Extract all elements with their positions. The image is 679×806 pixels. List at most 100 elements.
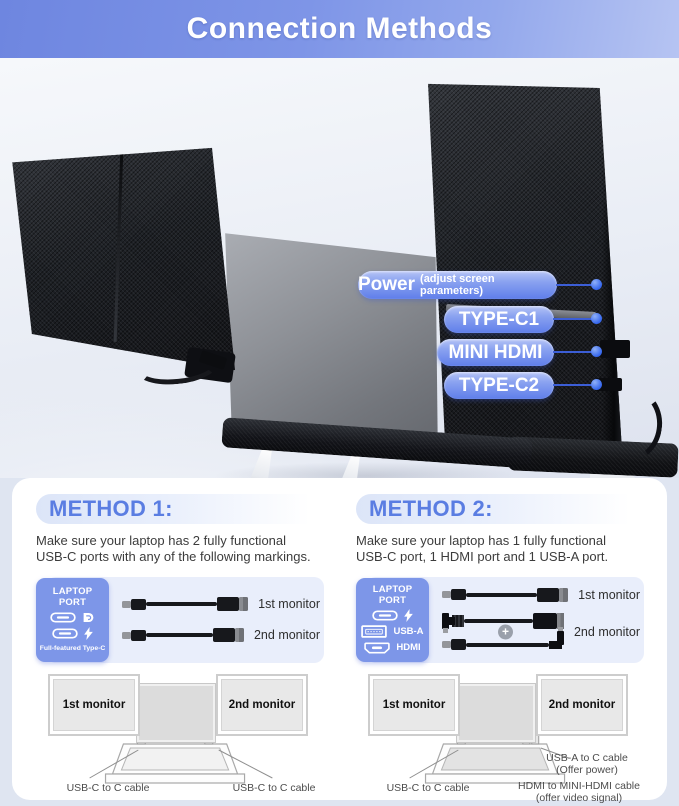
cable-label: 1st monitor	[258, 597, 320, 612]
cable-plug	[217, 597, 240, 612]
method-2-cable-panel: LAPTOP PORT	[356, 576, 644, 663]
laptop-port-title-line1: LAPTOP	[52, 586, 93, 598]
laptop-line-art	[409, 730, 569, 784]
cable-end-cap	[442, 591, 451, 599]
method-1-setup-diagram: 1st monitor 2nd monitor USB-C to C cable…	[38, 672, 324, 806]
cable-end-cap	[559, 587, 569, 602]
lightning-bolt-icon	[404, 609, 413, 623]
cable-plug	[451, 589, 466, 601]
cable-label: 1st monitor	[578, 587, 640, 602]
type-c2-label: TYPE-C2	[458, 374, 540, 396]
diagram-laptop-lid	[136, 682, 216, 743]
cable-plug	[131, 629, 146, 641]
method-1-heading-text: METHOD 1:	[49, 496, 173, 521]
laptop-port-title: LAPTOP PORT	[372, 584, 413, 606]
usb-a-to-c-cable-graphic	[442, 626, 564, 652]
method-1-heading: METHOD 1:	[36, 494, 324, 524]
usb-c-to-c-cable-graphic	[122, 628, 244, 643]
laptop-port-title-line1: LAPTOP	[372, 584, 413, 596]
callout-line-type-c2	[553, 384, 593, 386]
usb-a-port-icon	[361, 625, 388, 639]
callout-dot-mini-hdmi	[591, 346, 602, 357]
cable-group-2nd-monitor: + 2nd monitor	[442, 612, 640, 652]
power-sublabel: (adjust screen parameters)	[420, 273, 495, 297]
type-c1-label: TYPE-C1	[458, 308, 540, 330]
mini-hdmi-label: MINI HDMI	[448, 341, 543, 363]
laptop-port-title-line2: PORT	[378, 594, 407, 606]
displayport-icon	[82, 611, 95, 624]
usb-c-to-c-cable-graphic	[122, 597, 249, 612]
cable-callout-hdmi: HDMI to MINI-HDMI cable (offer video sig…	[504, 780, 654, 805]
cable-callout-right: USB-C to C cable	[232, 781, 316, 794]
cable-callout-left: USB-C to C cable	[386, 781, 470, 794]
cable-end-cap	[122, 631, 131, 639]
cable-callout-usb-a: USB-A to C cable (Offer power)	[526, 752, 648, 777]
monitor-label: 1st monitor	[373, 678, 455, 731]
method-2-desc-line2: USB-C port, 1 HDMI port and 1 USB-A port…	[356, 548, 609, 564]
hdmi-to-mini-hdmi-cable-graphic	[442, 612, 564, 633]
method-1-desc-line1: Make sure your laptop has 2 fully functi…	[36, 533, 287, 548]
method-2-description: Make sure your laptop has 1 fully functi…	[356, 533, 644, 565]
hdmi-callout-line2: (offer video signal)	[535, 792, 623, 805]
usb-c-port-icon	[372, 610, 398, 621]
methods-card: METHOD 1: Make sure your laptop has 2 fu…	[12, 478, 667, 804]
port-marking-row: HDMI	[364, 641, 421, 654]
cable-row-1st-monitor: 1st monitor	[122, 597, 320, 612]
port-marking-row	[50, 611, 95, 624]
usb-c-to-c-cable-graphic	[442, 587, 569, 602]
method-2-setup-diagram: 1st monitor 2nd monitor USB-C to C cable…	[358, 672, 644, 806]
method-2-section: METHOD 2: Make sure your laptop has 1 fu…	[356, 494, 644, 804]
cable-wire	[146, 633, 213, 638]
header-banner: Connection Methods	[0, 0, 679, 58]
page-title: Connection Methods	[186, 12, 493, 45]
monitor-label: 2nd monitor	[221, 678, 303, 731]
diagram-laptop-lid	[456, 682, 536, 743]
method-1-description: Make sure your laptop has 2 fully functi…	[36, 533, 324, 565]
port-marking-row	[372, 609, 413, 623]
method-2-desc-line1: Make sure your laptop has 1 fully functi…	[356, 533, 607, 548]
cable-end-cap	[239, 597, 249, 612]
cable-plug	[212, 628, 235, 643]
diagram-1st-monitor: 1st monitor	[368, 673, 460, 736]
callout-line-mini-hdmi	[553, 351, 593, 353]
hdmi-plug	[532, 612, 557, 629]
hdmi-port-icon	[364, 642, 391, 654]
cable-wire	[146, 602, 218, 607]
cable-callout-left: USB-C to C cable	[66, 781, 150, 794]
cable-end-cap	[234, 628, 244, 643]
cable-strain-relief	[452, 614, 464, 627]
port-marking-row: USB-A	[361, 625, 424, 639]
port-callout-mini-hdmi: MINI HDMI	[437, 339, 554, 366]
port-callout-type-c1: TYPE-C1	[444, 306, 554, 333]
usb-a-callout-line1: USB-A to C cable	[546, 751, 628, 764]
monitor-label: 1st monitor	[53, 678, 135, 731]
callout-line-type-c1	[553, 318, 593, 320]
diagram-2nd-monitor: 2nd monitor	[216, 673, 308, 736]
full-featured-type-c-label: Full-featured Type-C	[39, 645, 106, 653]
cable-pair-stack: +	[442, 612, 564, 652]
diagram-1st-monitor: 1st monitor	[48, 673, 140, 736]
callout-line-power	[556, 284, 593, 286]
cable-wire	[464, 618, 533, 623]
cable-label: 2nd monitor	[253, 628, 320, 643]
port-marking-row	[52, 627, 93, 641]
mini-hdmi-adapter	[600, 340, 630, 358]
diagram-2nd-monitor: 2nd monitor	[536, 673, 628, 736]
hdmi-label: HDMI	[396, 642, 421, 654]
laptop-port-title: LAPTOP PORT	[52, 586, 93, 608]
usb-a-callout-line2: (Offer power)	[556, 764, 618, 777]
power-label: Power	[358, 274, 416, 295]
method-1-cables: 1st monitor 2nd monitor	[122, 577, 320, 663]
method-1-section: METHOD 1: Make sure your laptop has 2 fu…	[36, 494, 324, 800]
laptop-lid	[225, 233, 438, 452]
cable-label: 2nd monitor	[573, 624, 640, 639]
method-1-desc-line2: USB-C ports with any of the following ma…	[36, 548, 311, 564]
cable-plug	[537, 587, 560, 602]
cable-row-2nd-monitor: 2nd monitor	[122, 628, 320, 643]
callout-dot-type-c2	[591, 379, 602, 390]
laptop-port-title-line2: PORT	[58, 596, 87, 608]
cable-end-cap	[442, 641, 451, 649]
method-2-heading-text: METHOD 2:	[369, 496, 493, 521]
monitor-label: 2nd monitor	[541, 678, 623, 731]
callout-dot-type-c1	[591, 313, 602, 324]
